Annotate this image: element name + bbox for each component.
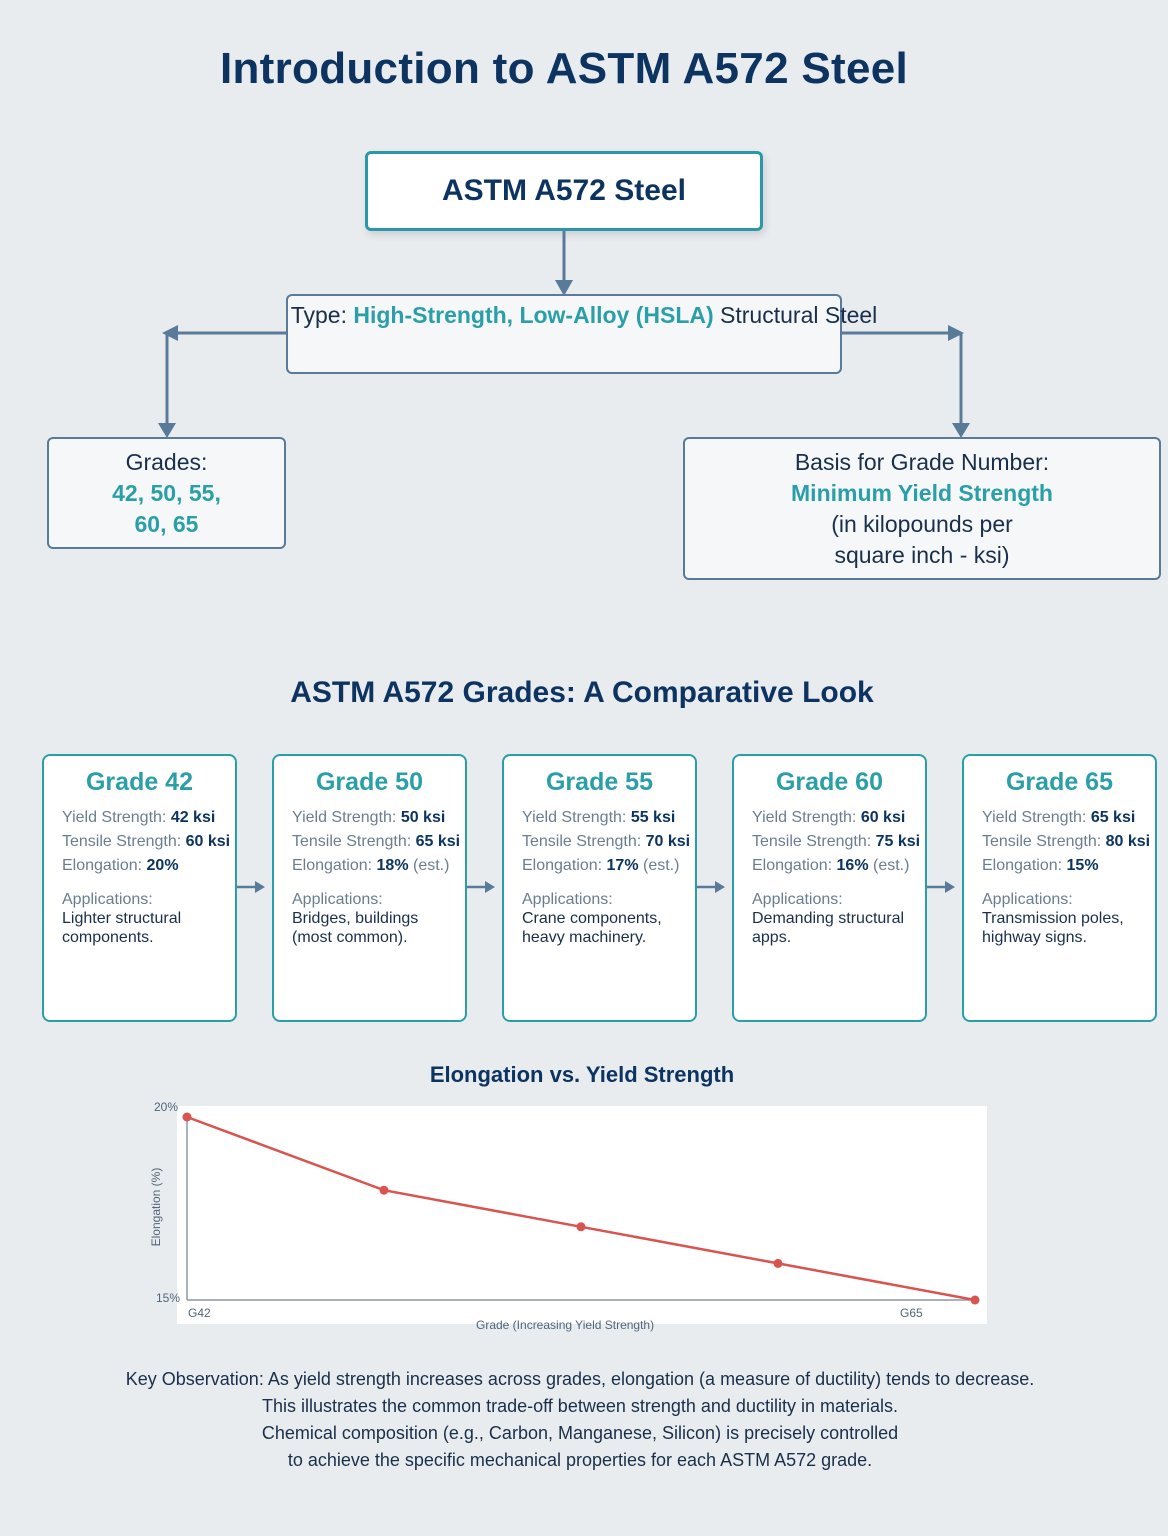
- arrow-right-icon: [697, 881, 725, 893]
- chart-title: Elongation vs. Yield Strength: [429, 1062, 735, 1087]
- grade-card-55: Grade 55 Yield Strength: 55 ksi Tensile …: [502, 754, 697, 1022]
- data-point: [970, 1295, 980, 1305]
- x-tick-first: G42: [188, 1306, 211, 1320]
- elongation-row: Elongation: 15%: [982, 857, 1099, 874]
- basis-node-box: Basis for Grade Number: Minimum Yield St…: [683, 437, 1161, 580]
- root-node-box: ASTM A572 Steel: [365, 151, 763, 231]
- data-point: [576, 1222, 586, 1232]
- data-point: [379, 1185, 389, 1195]
- tensile-strength-row: Tensile Strength: 65 ksi: [292, 833, 461, 850]
- tensile-strength-row: Tensile Strength: 70 ksi: [522, 833, 691, 850]
- x-axis-label: Grade (Increasing Yield Strength): [476, 1318, 655, 1332]
- type-node-text: Type: High-Strength, Low-Alloy (HSLA) St…: [150, 302, 1018, 329]
- applications-label: Applications:: [752, 891, 843, 908]
- elongation-series-line: [186, 1115, 976, 1302]
- basis-unit-line1: (in kilopounds per: [831, 510, 1013, 537]
- elongation-line-chart: [182, 1112, 980, 1305]
- yield-strength-row: Yield Strength: 42 ksi: [62, 809, 216, 826]
- comparison-section-title: ASTM A572 Grades: A Comparative Look: [290, 676, 874, 709]
- y-tick-max: 20%: [154, 1100, 179, 1114]
- applications-text: Transmission poles, highway signs.: [982, 910, 1124, 946]
- tensile-strength-row: Tensile Strength: 80 ksi: [982, 833, 1151, 850]
- data-point: [182, 1112, 192, 1122]
- grade-card-title: Grade 65: [1005, 768, 1113, 796]
- observation-line-1: Key Observation: As yield strength incre…: [125, 1369, 1035, 1389]
- applications-text: Demanding structural apps.: [752, 910, 905, 946]
- observation-line-2: This illustrates the common trade-off be…: [262, 1396, 898, 1416]
- elongation-row: Elongation: 17% (est.): [522, 857, 680, 874]
- arrow-right-icon: [237, 881, 265, 893]
- data-point: [773, 1258, 783, 1268]
- applications-text: Lighter structural components.: [62, 910, 182, 946]
- grade-card-title: Grade 42: [85, 768, 193, 796]
- elongation-row: Elongation: 20%: [62, 857, 179, 874]
- grade-card-50: Grade 50 Yield Strength: 50 ksi Tensile …: [272, 754, 467, 1022]
- key-observation: Key Observation: As yield strength incre…: [0, 1366, 1160, 1474]
- type-prefix: Type:: [290, 302, 347, 328]
- y-tick-min: 15%: [156, 1291, 181, 1305]
- grade-card-title: Grade 60: [775, 768, 883, 796]
- x-tick-last: G65: [900, 1306, 923, 1320]
- observation-line-4: to achieve the specific mechanical prope…: [287, 1450, 873, 1470]
- yield-strength-row: Yield Strength: 60 ksi: [752, 809, 906, 826]
- grade-card-60: Grade 60 Yield Strength: 60 ksi Tensile …: [732, 754, 927, 1022]
- basis-label: Basis for Grade Number:: [794, 448, 1050, 475]
- chart-panel: [177, 1106, 987, 1324]
- observation-line-3: Chemical composition (e.g., Carbon, Mang…: [261, 1423, 899, 1443]
- type-highlight: High-Strength, Low-Alloy (HSLA): [353, 302, 714, 328]
- grade-card-65: Grade 65 Yield Strength: 65 ksi Tensile …: [962, 754, 1157, 1022]
- elongation-row: Elongation: 16% (est.): [752, 857, 910, 874]
- grades-node-box: Grades: 42, 50, 55, 60, 65: [47, 437, 286, 549]
- elongation-series-points: [182, 1112, 980, 1305]
- grades-list-line2: 60, 65: [134, 510, 199, 537]
- tensile-strength-row: Tensile Strength: 60 ksi: [62, 833, 231, 850]
- type-suffix: Structural Steel: [720, 302, 878, 328]
- tensile-strength-row: Tensile Strength: 75 ksi: [752, 833, 921, 850]
- applications-text: Crane components, heavy machinery.: [522, 910, 662, 946]
- page-title: Introduction to ASTM A572 Steel: [219, 44, 909, 93]
- grade-card-42: Grade 42 Yield Strength: 42 ksi Tensile …: [42, 754, 237, 1022]
- grades-list-line1: 42, 50, 55,: [112, 479, 221, 506]
- grade-card-title: Grade 50: [315, 768, 423, 796]
- basis-highlight: Minimum Yield Strength: [791, 479, 1053, 506]
- grades-label: Grades:: [125, 448, 208, 475]
- applications-label: Applications:: [982, 891, 1073, 908]
- root-node-label: ASTM A572 Steel: [442, 174, 686, 207]
- applications-label: Applications:: [292, 891, 383, 908]
- basis-unit-line2: square inch - ksi): [834, 541, 1010, 568]
- yield-strength-row: Yield Strength: 65 ksi: [982, 809, 1136, 826]
- applications-label: Applications:: [62, 891, 153, 908]
- grade-card-title: Grade 55: [545, 768, 653, 796]
- arrow-right-icon: [927, 881, 955, 893]
- applications-label: Applications:: [522, 891, 613, 908]
- elongation-row: Elongation: 18% (est.): [292, 857, 450, 874]
- yield-strength-row: Yield Strength: 55 ksi: [522, 809, 676, 826]
- arrow-right-icon: [467, 881, 495, 893]
- yield-strength-row: Yield Strength: 50 ksi: [292, 809, 446, 826]
- applications-text: Bridges, buildings (most common).: [292, 910, 419, 946]
